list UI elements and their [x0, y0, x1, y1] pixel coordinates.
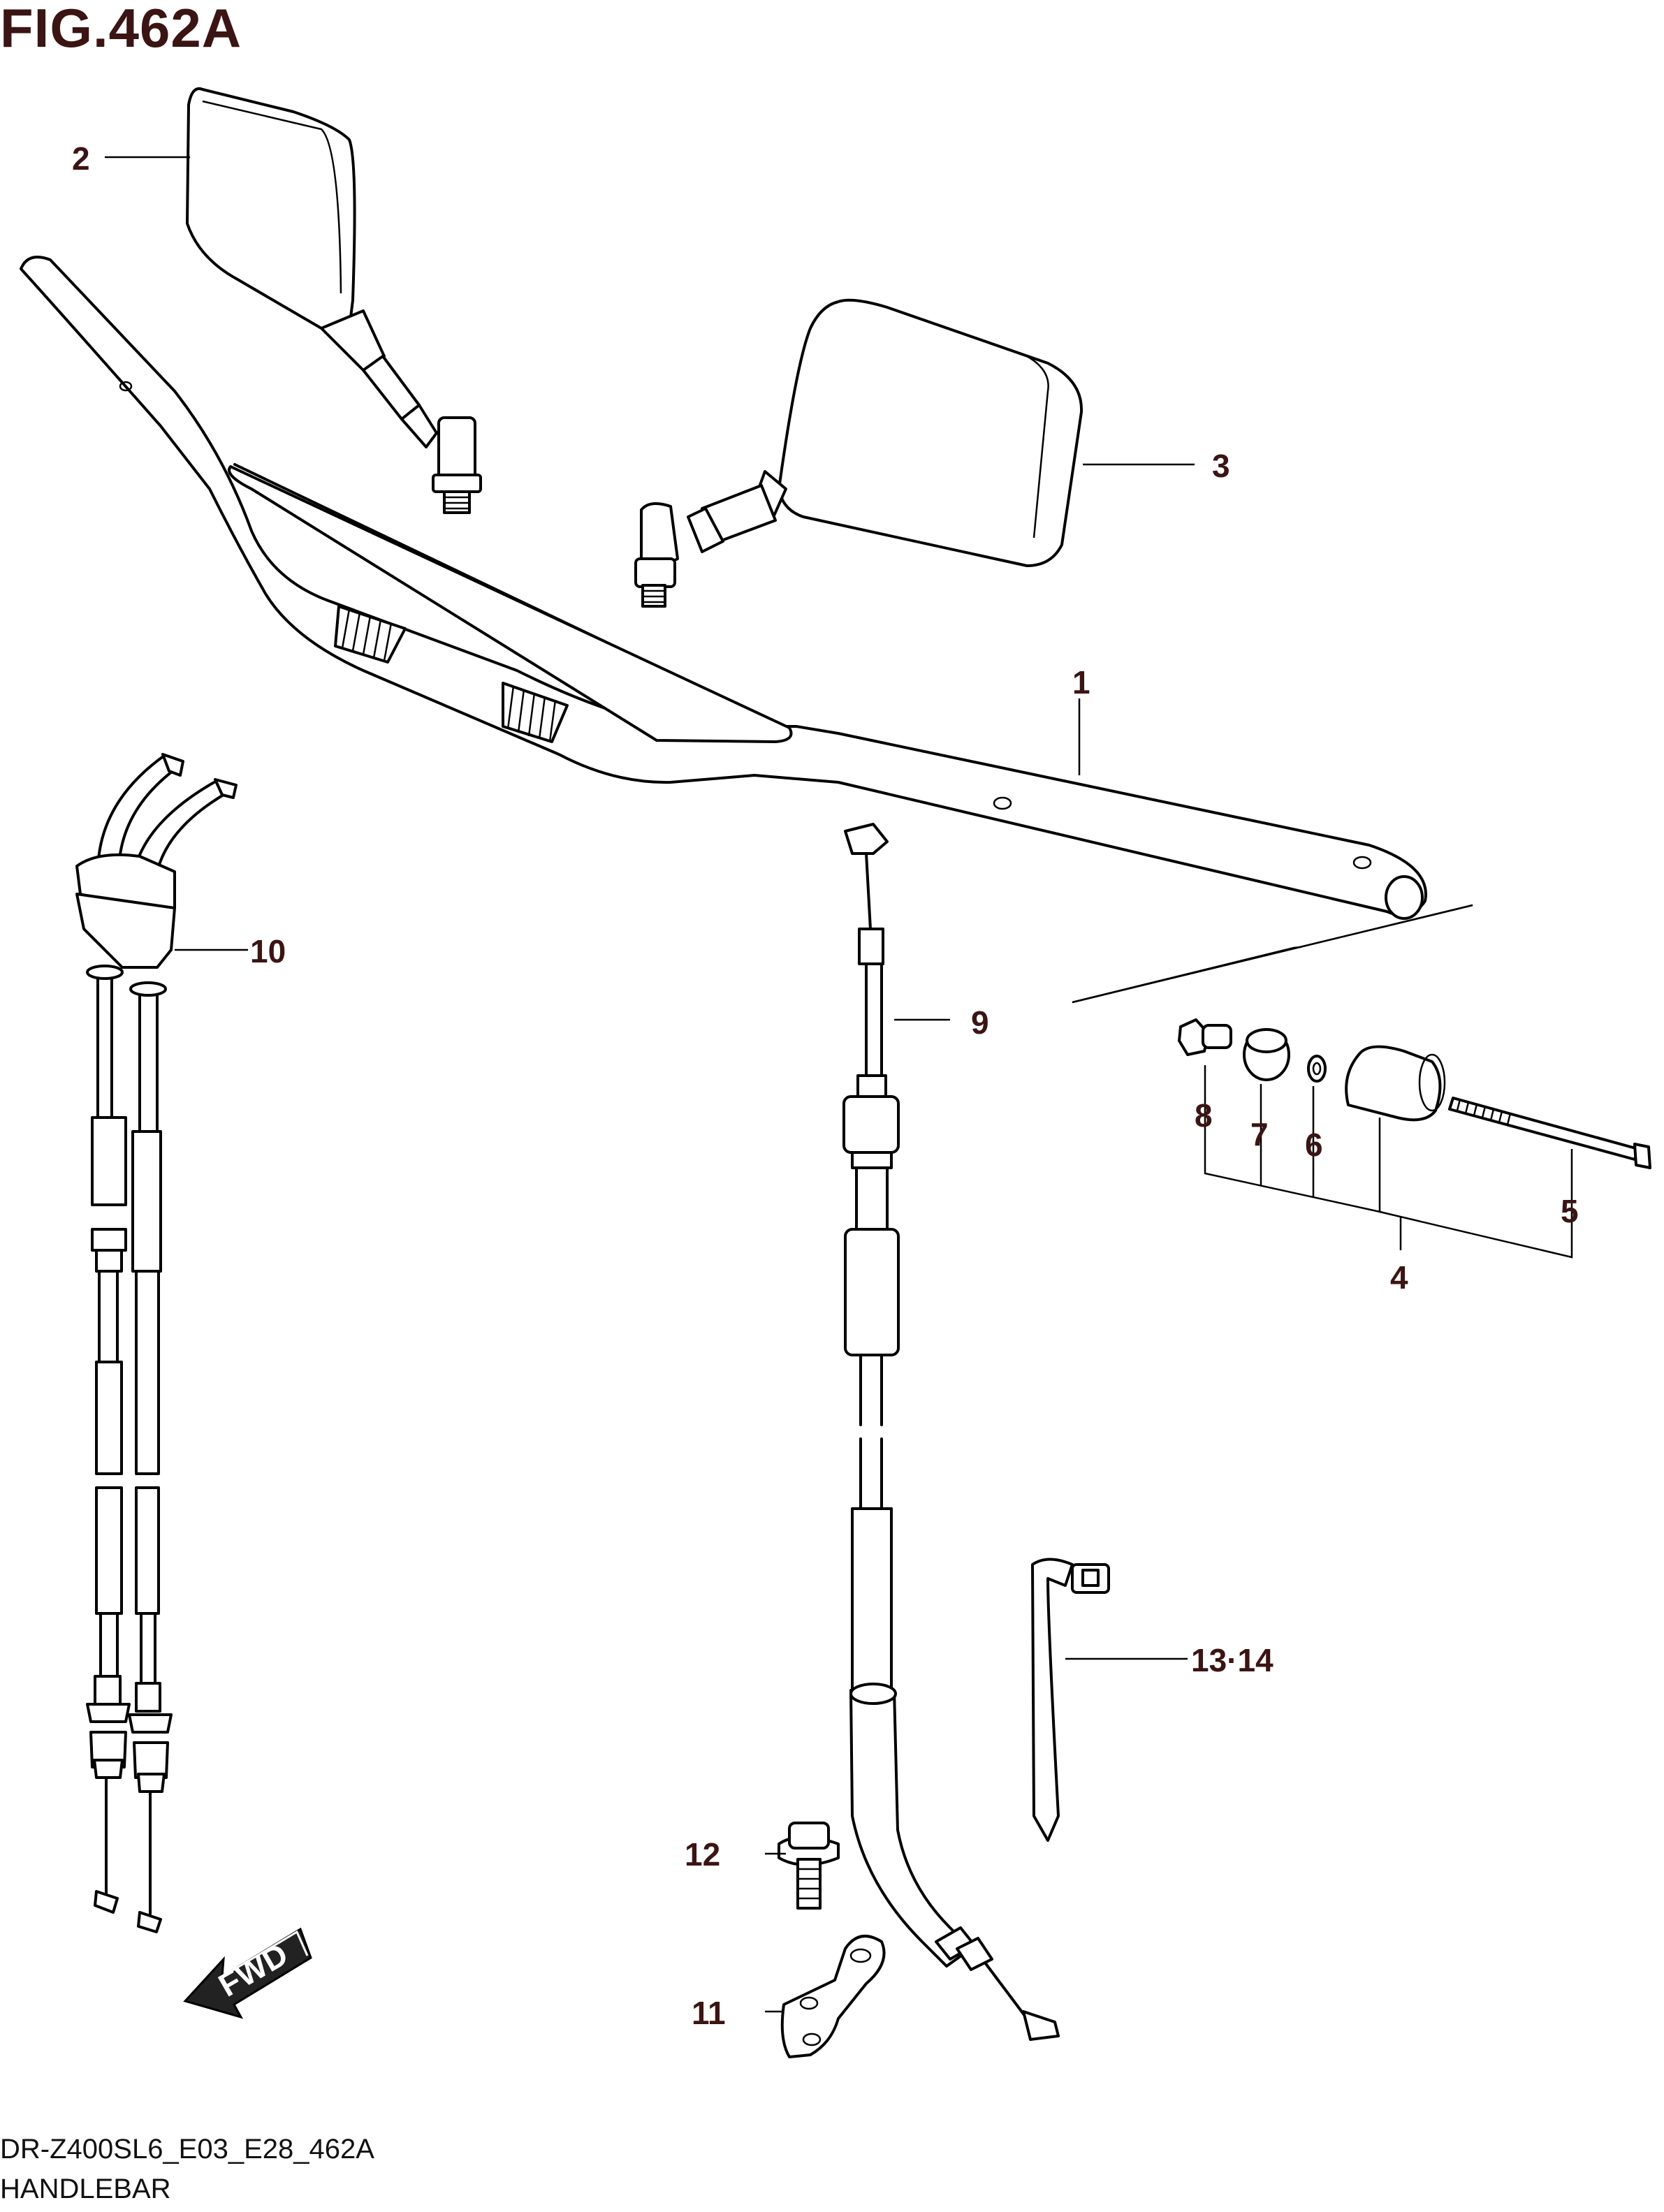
diagram-code: DR-Z400SL6_E03_E28_462A	[0, 2134, 374, 2165]
callout-4: 4	[1390, 1259, 1408, 1296]
part-12-bolt	[778, 1822, 840, 1910]
part-5-screw	[1448, 1097, 1651, 1169]
part-10-throttle-cables	[75, 753, 238, 1933]
part-4-weight	[1345, 1045, 1446, 1122]
fwd-arrow: FWD	[183, 1927, 312, 2019]
knurl-band-2	[502, 682, 569, 743]
callout-7: 7	[1250, 1116, 1269, 1152]
part-9-clutch-cable	[842, 823, 1060, 2041]
callout-6: 6	[1305, 1127, 1323, 1163]
left-mirror-part	[186, 87, 482, 514]
bar-end-assembly	[1072, 904, 1651, 1259]
figure-title: FIG.462A	[0, 0, 242, 59]
callout-12: 12	[685, 1836, 720, 1873]
part-7-collar	[1243, 1028, 1290, 1081]
leader-lines	[105, 156, 1195, 2013]
callout-2: 2	[72, 140, 90, 177]
right-mirror-part	[634, 298, 1083, 608]
callout-8: 8	[1195, 1097, 1213, 1134]
diagram-name: HANDLEBAR	[0, 2174, 171, 2204]
callout-9: 9	[971, 1004, 989, 1041]
callout-10: 10	[250, 933, 286, 969]
callout-3: 3	[1212, 448, 1230, 484]
part-8-nut	[1178, 1018, 1232, 1056]
knurl-band-1	[334, 605, 407, 664]
callout-13-14: 13·14	[1191, 1642, 1273, 1678]
callout-1: 1	[1072, 664, 1090, 701]
part-11-clamp	[780, 1935, 886, 2058]
handlebar-part	[20, 256, 1427, 920]
callout-11: 11	[692, 1995, 726, 2031]
part-13-14-cable-tie	[1031, 1558, 1110, 1842]
part-6-washer	[1307, 1055, 1327, 1083]
callout-5: 5	[1561, 1193, 1579, 1229]
